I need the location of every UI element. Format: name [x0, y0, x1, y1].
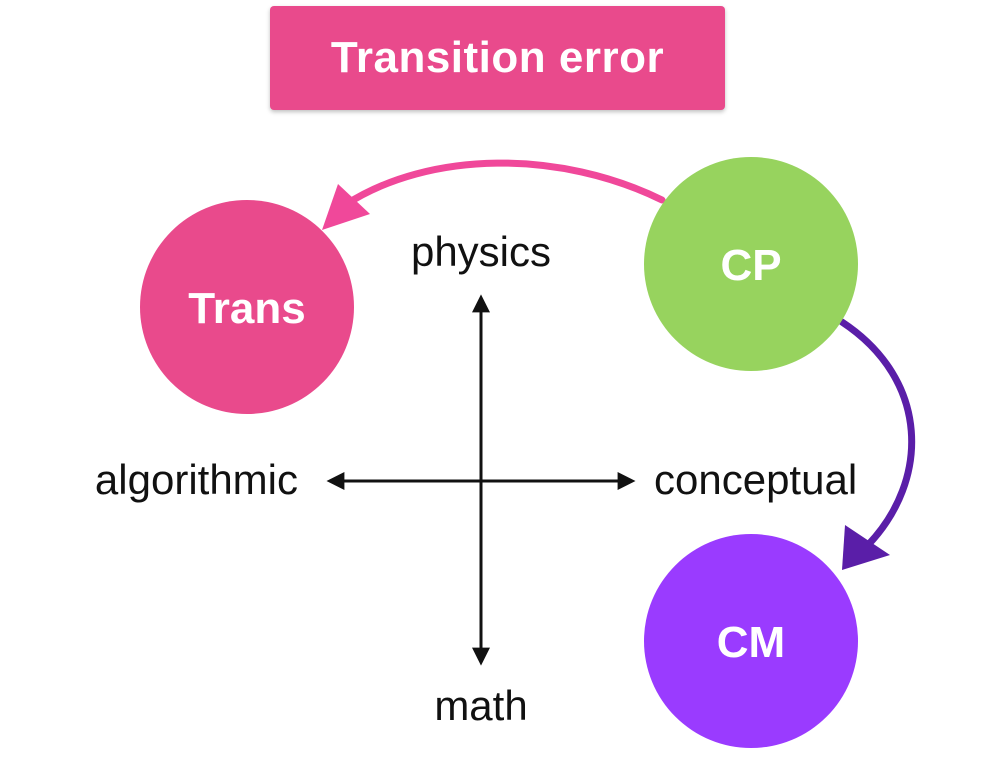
axis-label-conceptual: conceptual [654, 456, 857, 503]
arrow-cp-to-cm [838, 318, 916, 570]
node-trans: Trans [140, 200, 354, 414]
title-banner: Transition error [270, 6, 725, 110]
axis-label-math: math [434, 682, 527, 729]
node-cp: CP [644, 157, 858, 371]
axis-label-algorithmic: algorithmic [95, 456, 298, 503]
node-cm-label: CM [717, 618, 785, 667]
arrow-cp-to-trans [322, 159, 666, 230]
node-trans-label: Trans [188, 284, 305, 333]
title-text: Transition error [330, 33, 665, 82]
node-cm: CM [644, 534, 858, 748]
node-cp-label: CP [720, 241, 781, 290]
axis-label-physics: physics [411, 228, 551, 275]
